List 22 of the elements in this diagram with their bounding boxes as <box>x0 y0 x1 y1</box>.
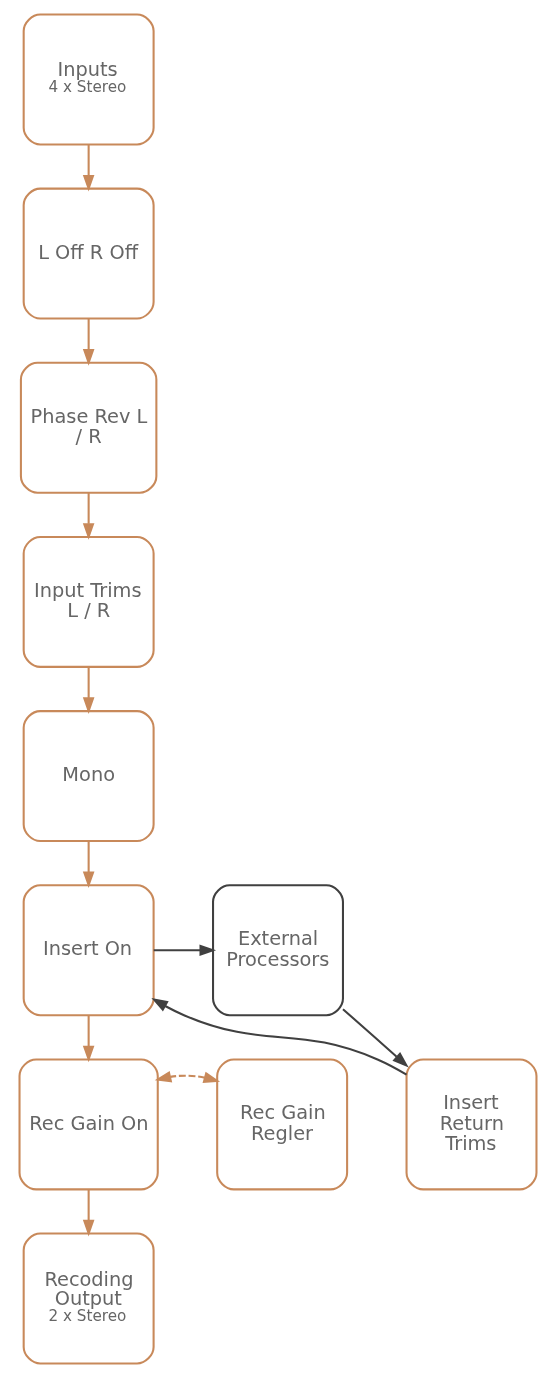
node-box: Rec Gain On <box>18 1058 159 1191</box>
arrow <box>153 944 216 957</box>
arrow <box>82 841 94 889</box>
node-box: External Processors <box>211 884 344 1017</box>
node-box: Rec Gain Regler <box>215 1058 348 1191</box>
arrow <box>341 1008 409 1068</box>
node-box: Mono <box>22 710 155 843</box>
arrow <box>150 998 407 1076</box>
node-box: Inputs 4 x Stereo <box>22 13 155 146</box>
node-box: Input Trims L / R <box>22 535 155 668</box>
node-box: Phase Rev L / R <box>19 361 157 494</box>
arrow <box>82 492 94 540</box>
arrow <box>82 318 94 366</box>
arrow <box>82 144 94 192</box>
arrow <box>82 1015 94 1063</box>
node-box: Insert On <box>22 884 155 1017</box>
node-box: Recoding Output 2 x Stereo <box>22 1232 155 1365</box>
node-box: Insert Return Trims <box>405 1058 537 1191</box>
arrow <box>154 1071 220 1084</box>
arrow <box>82 667 94 714</box>
arrow <box>82 1189 94 1237</box>
node-box: L Off R Off <box>22 187 155 320</box>
